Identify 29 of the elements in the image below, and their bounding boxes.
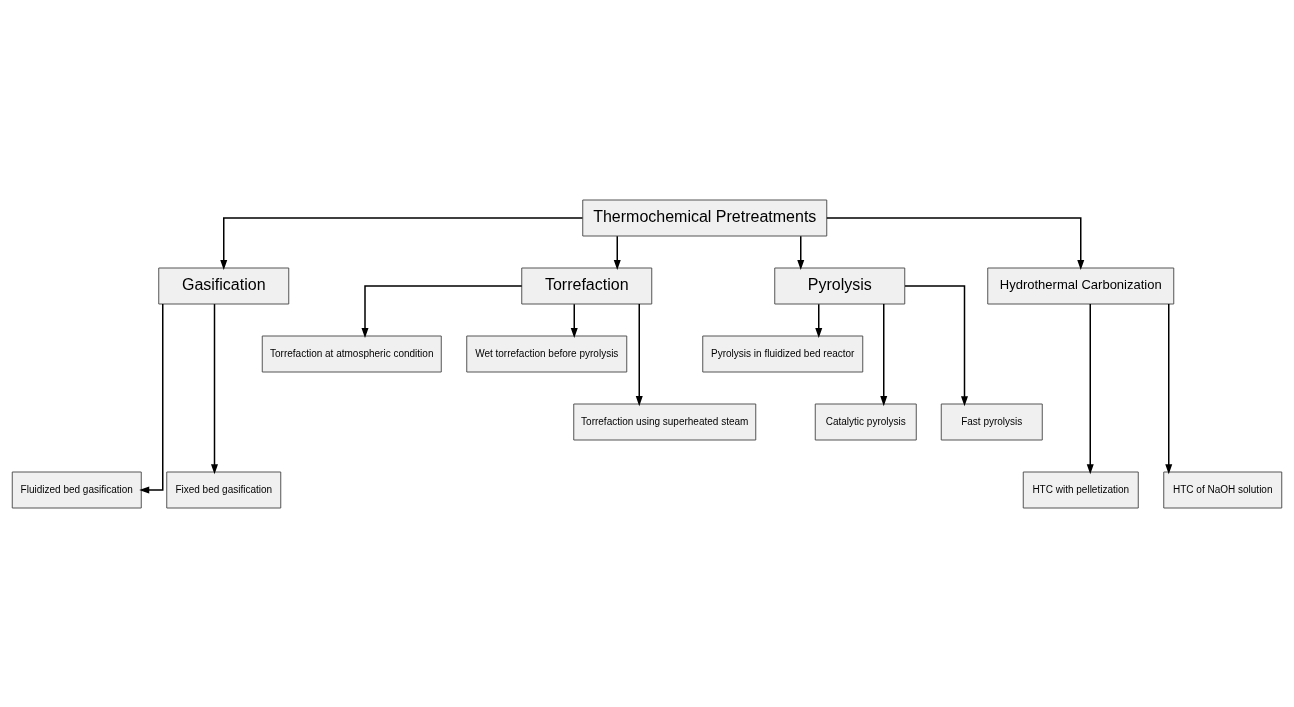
node-box: Fast pyrolysis xyxy=(940,403,1043,440)
arrow xyxy=(220,216,584,270)
arrow xyxy=(880,302,888,406)
arrow xyxy=(570,302,578,338)
node-box: Torrefaction xyxy=(521,267,653,304)
node-box: HTC with pelletization xyxy=(1022,471,1139,508)
node-box: Fixed bed gasification xyxy=(166,471,282,508)
node-box: Fluidized bed gasification xyxy=(11,471,142,508)
arrow xyxy=(815,302,823,338)
arrow xyxy=(1165,302,1173,474)
node-box: Torrefaction at atmospheric condition xyxy=(261,335,442,372)
arrow xyxy=(1086,302,1094,474)
arrow xyxy=(635,302,643,406)
arrow xyxy=(613,234,621,270)
node-box: Hydrothermal Carbonization xyxy=(987,267,1175,304)
node-box: Catalytic pyrolysis xyxy=(814,403,917,440)
node-box: HTC of NaOH solution xyxy=(1163,471,1283,508)
node-box: Gasification xyxy=(158,267,290,304)
node-box: Pyrolysis xyxy=(774,267,906,304)
arrow xyxy=(797,234,805,270)
node-box: Pyrolysis in fluidized bed reactor xyxy=(702,335,864,372)
node-box: Thermochemical Pretreatments xyxy=(582,199,828,236)
arrow xyxy=(211,302,218,474)
node-box: Torrefaction using superheated steam xyxy=(573,403,757,440)
arrow xyxy=(826,216,1085,270)
arrow xyxy=(139,302,164,493)
arrow xyxy=(361,284,523,338)
arrow xyxy=(904,284,968,406)
node-box: Wet torrefaction before pyrolysis xyxy=(466,335,628,372)
